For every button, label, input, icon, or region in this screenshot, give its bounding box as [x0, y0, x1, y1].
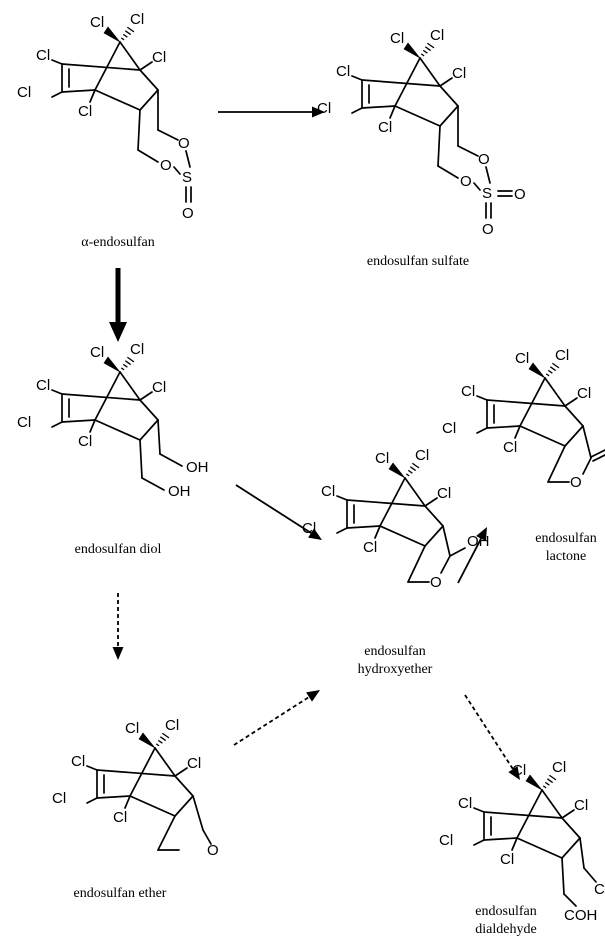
chlorine-label: Cl: [17, 414, 31, 431]
caption-endosulfan-dialdehyde: dialdehyde: [475, 922, 536, 937]
arrow-hydroxyether-to-dialdehyde: [464, 694, 520, 780]
arrows-layer: [109, 106, 520, 780]
chlorine-label: Cl: [152, 49, 166, 66]
caption-endosulfan-sulfate: endosulfan sulfate: [367, 254, 469, 269]
chlorine-label: Cl: [52, 790, 66, 807]
chlorine-label: Cl: [321, 483, 335, 500]
chlorine-label: Cl: [152, 379, 166, 396]
chlorine-label: Cl: [78, 433, 92, 450]
chlorine-label: Cl: [36, 377, 50, 394]
chlorine-label: Cl: [452, 65, 466, 82]
caption-alpha-endosulfan: α-endosulfan: [81, 235, 154, 250]
chlorine-label: Cl: [125, 720, 139, 737]
arrow-hydroxyether-to-lactone: [457, 527, 487, 584]
caption-endosulfan-dialdehyde: endosulfan: [475, 904, 536, 919]
sulfur-label: S: [182, 169, 192, 186]
chlorine-label: Cl: [78, 103, 92, 120]
oxygen-label: O: [460, 173, 472, 190]
oxygen-label: O: [482, 221, 494, 238]
chlorine-label: Cl: [552, 759, 566, 776]
chlorine-label: Cl: [90, 344, 104, 361]
captions-layer: α-endosulfan endosulfan sulfate endosulfan…: [74, 235, 597, 937]
chlorine-label: Cl: [165, 717, 179, 734]
molecule-endosulfan-dialdehyde: ClClClClClClCOHCOH: [439, 759, 605, 924]
chlorine-label: Cl: [442, 420, 456, 437]
chlorine-label: Cl: [574, 797, 588, 814]
caption-endosulfan-hydroxyether: hydroxyether: [358, 662, 433, 677]
chlorine-label: Cl: [336, 63, 350, 80]
chlorine-label: Cl: [577, 385, 591, 402]
chlorine-label: Cl: [130, 11, 144, 28]
chlorine-label: Cl: [461, 383, 475, 400]
caption-endosulfan-ether: endosulfan ether: [74, 886, 167, 901]
oxygen-label: O: [207, 842, 219, 859]
arrow-ether-to-hydroxyether: [233, 690, 320, 746]
chlorine-label: Cl: [187, 755, 201, 772]
chlorine-label: Cl: [90, 14, 104, 31]
hydroxyl-label: OH: [168, 483, 191, 500]
chlorine-label: Cl: [439, 832, 453, 849]
chlorine-label: Cl: [130, 341, 144, 358]
chlorine-label: Cl: [363, 539, 377, 556]
aldehyde-label: COH: [594, 881, 605, 898]
oxygen-label: O: [478, 151, 490, 168]
chlorine-label: Cl: [415, 447, 429, 464]
chlorine-label: Cl: [375, 450, 389, 467]
arrow-diol-to-hydroxyether: [235, 484, 322, 540]
chlorine-label: Cl: [458, 795, 472, 812]
chlorine-label: Cl: [500, 851, 514, 868]
oxygen-label: O: [182, 205, 194, 222]
oxygen-label: O: [570, 474, 582, 491]
oxygen-label: O: [160, 157, 172, 174]
oxygen-label: O: [514, 186, 526, 203]
chlorine-label: Cl: [378, 119, 392, 136]
chlorine-label: Cl: [503, 439, 517, 456]
chlorine-label: Cl: [390, 30, 404, 47]
aldehyde-label: COH: [564, 907, 597, 924]
oxygen-label: O: [430, 574, 442, 591]
chlorine-label: Cl: [17, 84, 31, 101]
arrow-diol-to-ether: [112, 593, 124, 660]
oxygen-label: O: [178, 135, 190, 152]
chlorine-label: Cl: [555, 347, 569, 364]
caption-endosulfan-lactone: endosulfan: [535, 531, 596, 546]
arrow-oxidation-to-sulfate: [218, 106, 325, 118]
chlorine-label: Cl: [437, 485, 451, 502]
chlorine-label: Cl: [71, 753, 85, 770]
caption-endosulfan-lactone: lactone: [546, 549, 586, 564]
caption-endosulfan-hydroxyether: endosulfan: [364, 644, 425, 659]
chlorine-label: Cl: [113, 809, 127, 826]
hydroxyl-label: OH: [186, 459, 209, 476]
chlorine-label: Cl: [36, 47, 50, 64]
chlorine-label: Cl: [515, 350, 529, 367]
caption-endosulfan-diol: endosulfan diol: [75, 542, 162, 557]
chlorine-label: Cl: [430, 27, 444, 44]
sulfur-label: S: [482, 185, 492, 202]
arrow-hydrolysis-to-diol: [109, 268, 127, 342]
